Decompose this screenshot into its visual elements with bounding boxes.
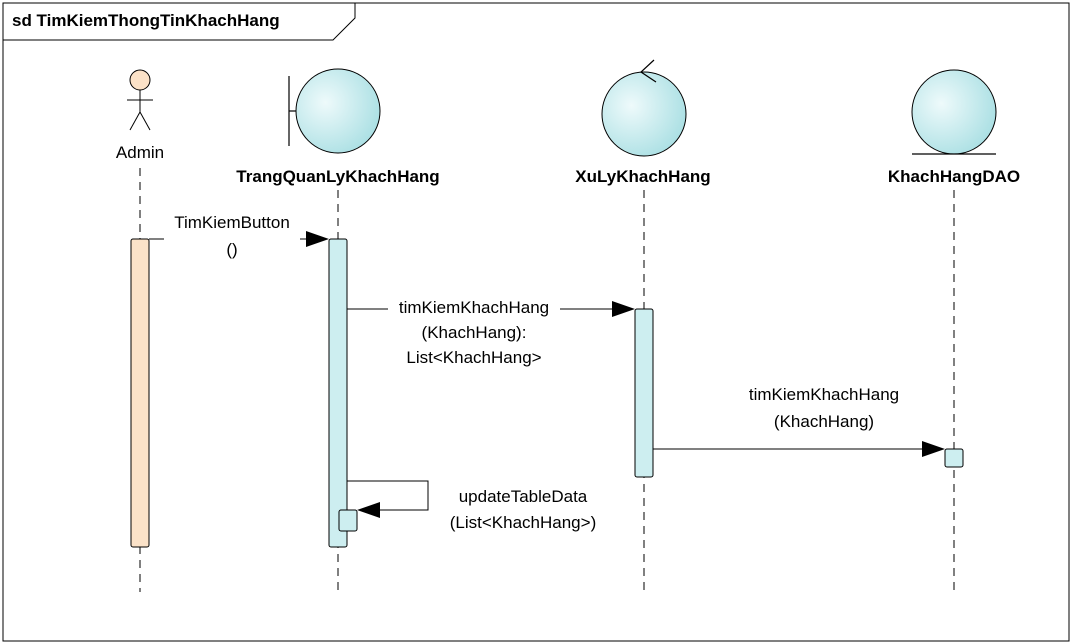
message-label-line1: timKiemKhachHang [399, 298, 549, 317]
entity-dao: KhachHangDAO [888, 69, 1020, 186]
activation-xuly [634, 308, 654, 478]
message-label-line2: (List<KhachHang>) [450, 513, 596, 532]
boundary-trangquanly: TrangQuanLyKhachHang [236, 68, 440, 186]
message-arrowhead-icon [612, 301, 635, 317]
message-arrowhead-icon [922, 441, 945, 457]
control-arrow-icon [640, 59, 657, 83]
message-label-line1: timKiemKhachHang [749, 385, 899, 404]
frame-title: sd TimKiemThongTinKhachHang [12, 11, 280, 30]
message-timkiemkhachhang-2: timKiemKhachHang (KhachHang) [653, 385, 945, 457]
actor-label-admin: Admin [116, 143, 164, 162]
message-label-line1: TimKiemButton [174, 213, 290, 232]
message-timkiemkhachhang-1: timKiemKhachHang (KhachHang): List<Khach… [347, 297, 635, 367]
activation-dao [944, 448, 964, 468]
control-xuly: XuLyKhachHang [575, 59, 711, 186]
boundary-circle-icon [295, 68, 381, 154]
activation-trangquanly [328, 238, 348, 548]
control-circle-icon [601, 71, 687, 157]
actor-head-icon [129, 69, 151, 91]
message-label-line3: List<KhachHang> [406, 348, 541, 367]
message-updatetabledata: updateTableData (List<KhachHang>) [347, 480, 596, 532]
actor-admin: Admin [116, 69, 164, 162]
message-arrowhead-icon [357, 502, 380, 518]
object-label-trangquanly: TrangQuanLyKhachHang [236, 167, 439, 186]
message-label-line2: (KhachHang): [422, 323, 527, 342]
message-label-line2: (KhachHang) [774, 412, 874, 431]
message-label-line1: updateTableData [459, 487, 588, 506]
message-label-line2: () [226, 240, 237, 259]
object-label-xuly: XuLyKhachHang [575, 167, 710, 186]
frame-title-tab [3, 3, 356, 41]
activation-admin [130, 238, 150, 548]
activation-trangquanly-self [338, 509, 358, 532]
entity-circle-icon [911, 69, 997, 155]
message-timkiembutton: TimKiemButton () [149, 213, 329, 260]
message-arrowhead-icon [306, 231, 329, 247]
object-label-dao: KhachHangDAO [888, 167, 1020, 186]
